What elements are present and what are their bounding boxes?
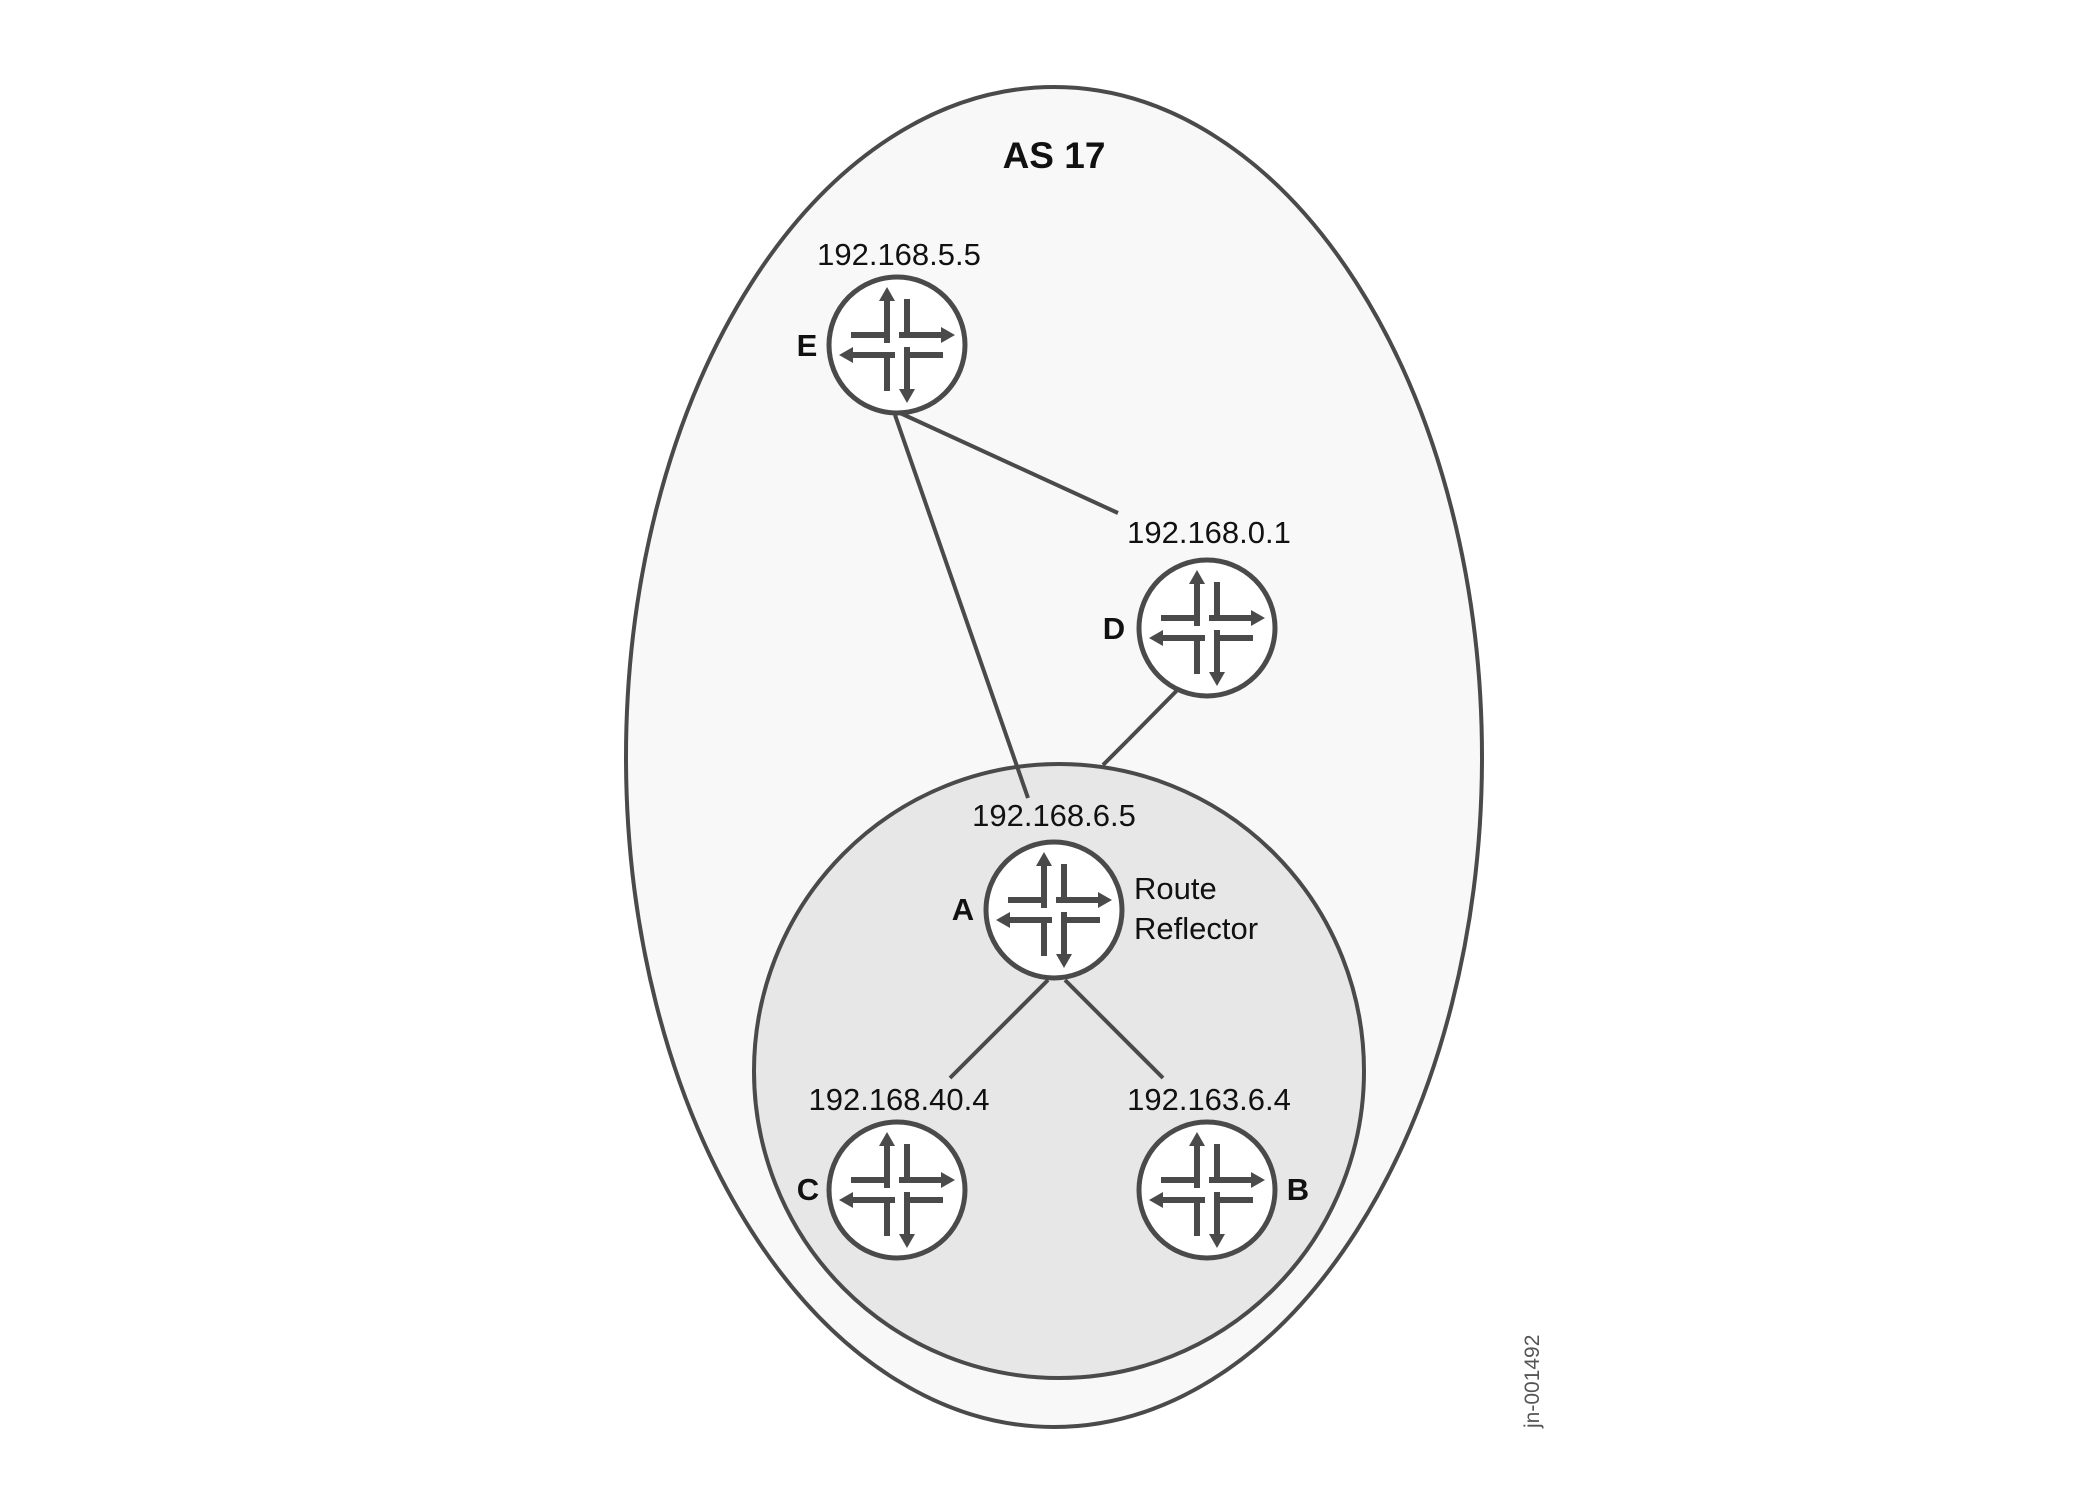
links [893,411,1209,1080]
router-icon [829,1122,965,1258]
router-a-name: A [952,892,974,927]
router-d-address: 192.168.0.1 [1127,515,1291,550]
router-icon [1139,1122,1275,1258]
link-e-a [893,414,1030,799]
router-c: 192.168.40.4 C [797,1082,990,1258]
router-b: 192.163.6.4 B [1127,1082,1309,1258]
link-e-d [899,411,1119,515]
router-a-role-line2: Reflector [1134,911,1258,946]
router-a-address: 192.168.6.5 [972,798,1136,833]
router-a: 192.168.6.5 A Route Reflector [952,798,1258,978]
router-d-name: D [1103,611,1125,646]
router-icon [986,842,1122,978]
router-c-address: 192.168.40.4 [808,1082,989,1117]
as-label: AS 17 [1003,135,1106,176]
router-d: 192.168.0.1 D [1103,515,1291,696]
router-e-name: E [797,328,818,363]
router-a-role-line1: Route [1134,871,1217,906]
router-icon [1139,560,1275,696]
router-e-address: 192.168.5.5 [817,237,981,272]
router-b-name: B [1287,1172,1309,1207]
link-a-c [948,978,1050,1080]
figure-id: jn-001492 [1521,1335,1544,1429]
link-a-b [1063,978,1165,1080]
router-e: 192.168.5.5 E [797,237,981,413]
router-b-address: 192.163.6.4 [1127,1082,1291,1117]
link-d-a-lower [1101,738,1130,767]
router-c-name: C [797,1172,819,1207]
router-icon [829,277,965,413]
